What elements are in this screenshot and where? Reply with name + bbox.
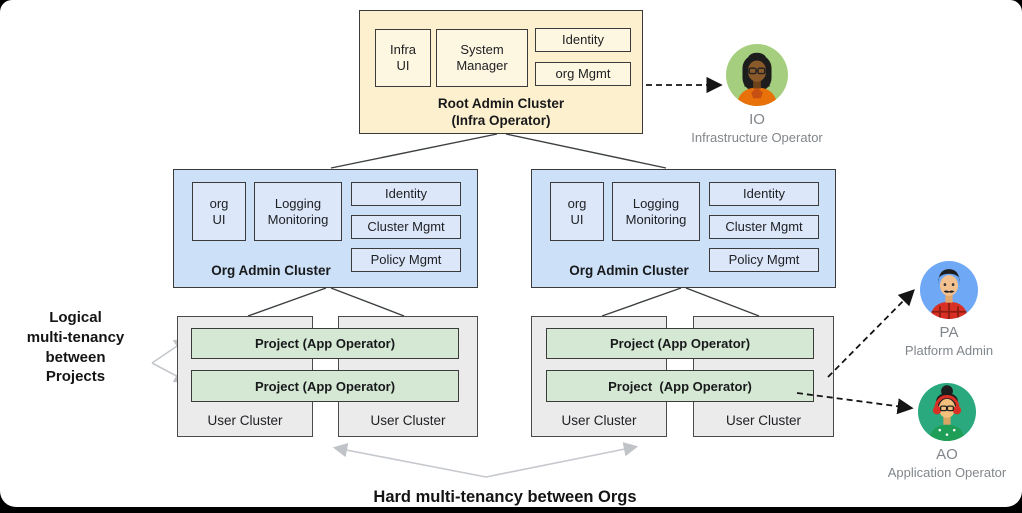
module-org-ui: org UI <box>550 182 604 241</box>
module-identity: Identity <box>351 182 461 206</box>
module-logging-monitoring: Logging Monitoring <box>612 182 700 241</box>
persona-io: IO Infrastructure Operator <box>677 44 837 145</box>
project-bar: Project (App Operator) <box>546 370 814 402</box>
pa-avatar-icon <box>920 261 978 319</box>
persona-abbr: PA <box>939 324 959 341</box>
module-org-mgmt: org Mgmt <box>535 62 631 86</box>
module-org-ui: org UI <box>192 182 246 241</box>
project-bar: Project (App Operator) <box>191 370 459 402</box>
org-cluster-title: Org Admin Cluster <box>569 263 689 278</box>
user-cluster-label: User Cluster <box>207 413 283 428</box>
module-infra-ui: Infra UI <box>375 29 431 87</box>
org-cluster-title: Org Admin Cluster <box>211 263 331 278</box>
module-identity: Identity <box>709 182 819 206</box>
project-bar: Project (App Operator) <box>546 328 814 359</box>
user-cluster-label: User Cluster <box>561 413 637 428</box>
persona-role: Application Operator <box>887 465 1007 480</box>
persona-abbr: IO <box>749 111 765 128</box>
persona-ao: AO Application Operator <box>867 383 1022 480</box>
org-admin-cluster-left: org UI Logging Monitoring Identity Clust… <box>173 169 478 288</box>
io-avatar-icon <box>726 44 788 106</box>
persona-pa: PA Platform Admin <box>879 261 1019 358</box>
module-cluster-mgmt: Cluster Mgmt <box>351 215 461 239</box>
module-policy-mgmt: Policy Mgmt <box>709 248 819 272</box>
user-cluster-label: User Cluster <box>725 413 801 428</box>
module-policy-mgmt: Policy Mgmt <box>351 248 461 272</box>
project-bar: Project (App Operator) <box>191 328 459 359</box>
root-cluster-title: Root Admin Cluster (Infra Operator) <box>437 96 565 128</box>
module-logging-monitoring: Logging Monitoring <box>254 182 342 241</box>
org-admin-cluster-right: org UI Logging Monitoring Identity Clust… <box>531 169 836 288</box>
root-admin-cluster: Infra UI System Manager Identity org Mgm… <box>359 10 643 134</box>
module-cluster-mgmt: Cluster Mgmt <box>709 215 819 239</box>
logical-multitenancy-note: Logical multi-tenancy between Projects <box>26 309 125 386</box>
user-cluster-label: User Cluster <box>370 413 446 428</box>
persona-abbr: AO <box>936 446 958 463</box>
ao-avatar-icon <box>918 383 976 441</box>
module-system-manager: System Manager <box>436 29 528 87</box>
module-identity: Identity <box>535 28 631 52</box>
hard-multitenancy-note: Hard multi-tenancy between Orgs <box>373 488 637 506</box>
persona-role: Platform Admin <box>904 343 994 358</box>
persona-role: Infrastructure Operator <box>691 130 823 145</box>
